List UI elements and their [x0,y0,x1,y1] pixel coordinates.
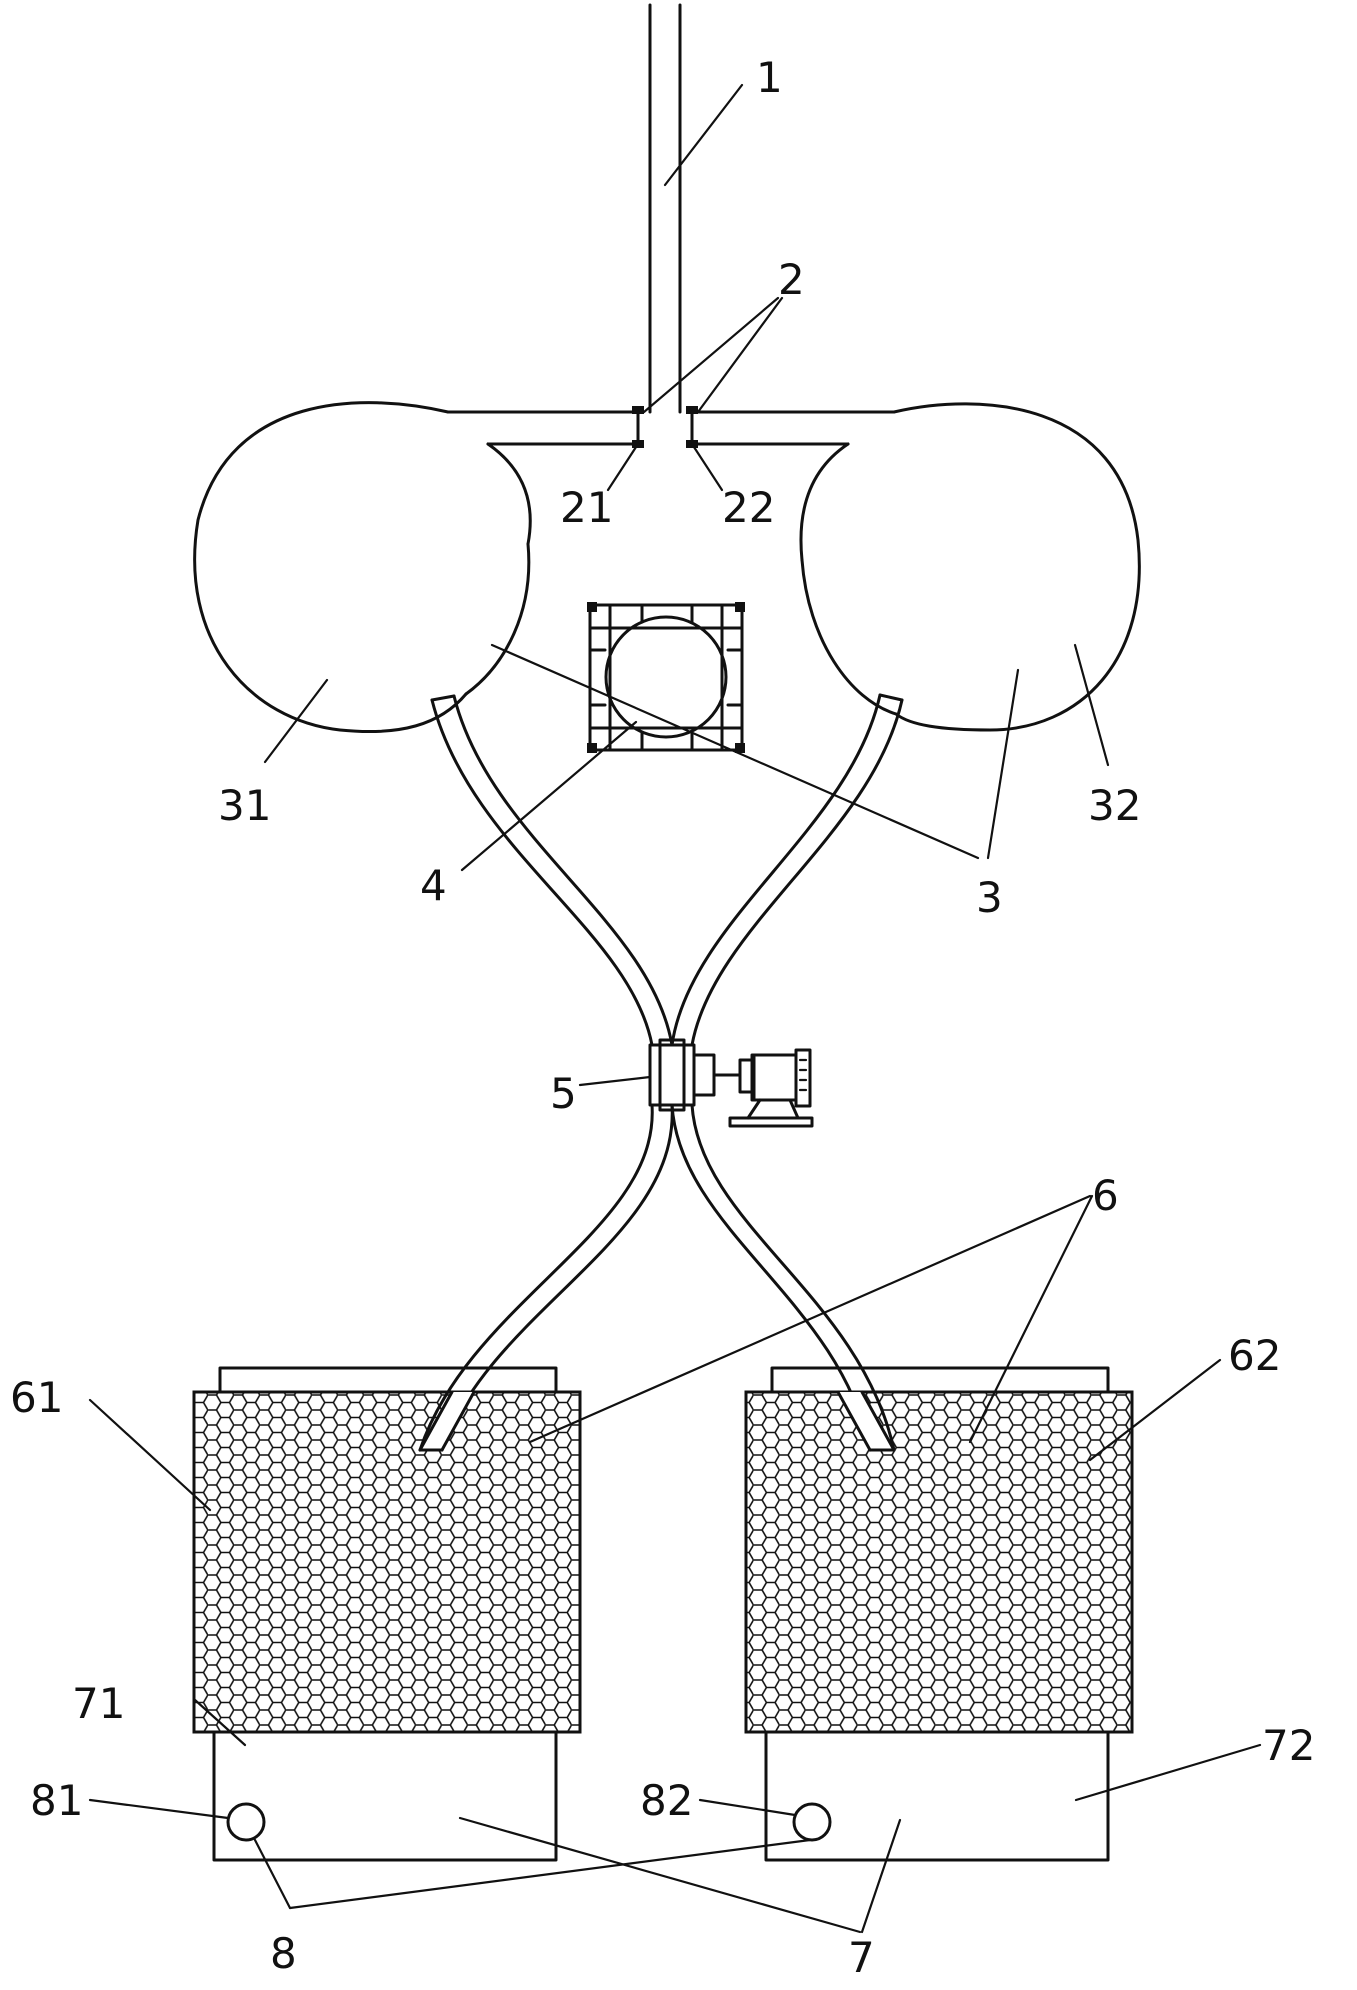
tank-31 [193,401,531,734]
label-3: 3 [976,873,1003,922]
hose-right-end [836,1390,896,1452]
label-2: 2 [778,255,805,304]
outlet-82 [792,1802,832,1842]
label-8: 8 [270,1929,297,1978]
vertical-pipe [648,3,682,414]
mesh-bed-62 [744,1366,1134,1734]
label-31: 31 [218,781,271,830]
label-32: 32 [1088,781,1141,830]
label-4: 4 [420,861,447,910]
hose-right-upper [670,693,904,1047]
mixing-chamber-body [446,410,896,562]
collection-tray-72 [764,1730,1110,1862]
square-fitting [587,602,745,753]
label-61: 61 [10,1373,63,1422]
pump [648,1038,742,1112]
outlet-81 [226,1802,266,1842]
leader-lines [88,83,1262,1934]
motor [728,1048,814,1128]
hose-left-upper [430,694,674,1047]
tank-32 [800,402,1141,732]
label-6: 6 [1092,1171,1119,1220]
collection-tray-71 [212,1730,558,1862]
label-21: 21 [560,483,613,532]
label-72: 72 [1262,1721,1315,1770]
label-71: 71 [72,1679,125,1728]
label-62: 62 [1228,1331,1281,1380]
mesh-bed-61 [192,1366,582,1734]
label-81: 81 [30,1776,83,1825]
label-22: 22 [722,483,775,532]
hose-left-end [418,1390,476,1452]
label-5: 5 [550,1069,577,1118]
label-82: 82 [640,1776,693,1825]
label-7: 7 [848,1933,875,1982]
label-1: 1 [756,53,783,102]
